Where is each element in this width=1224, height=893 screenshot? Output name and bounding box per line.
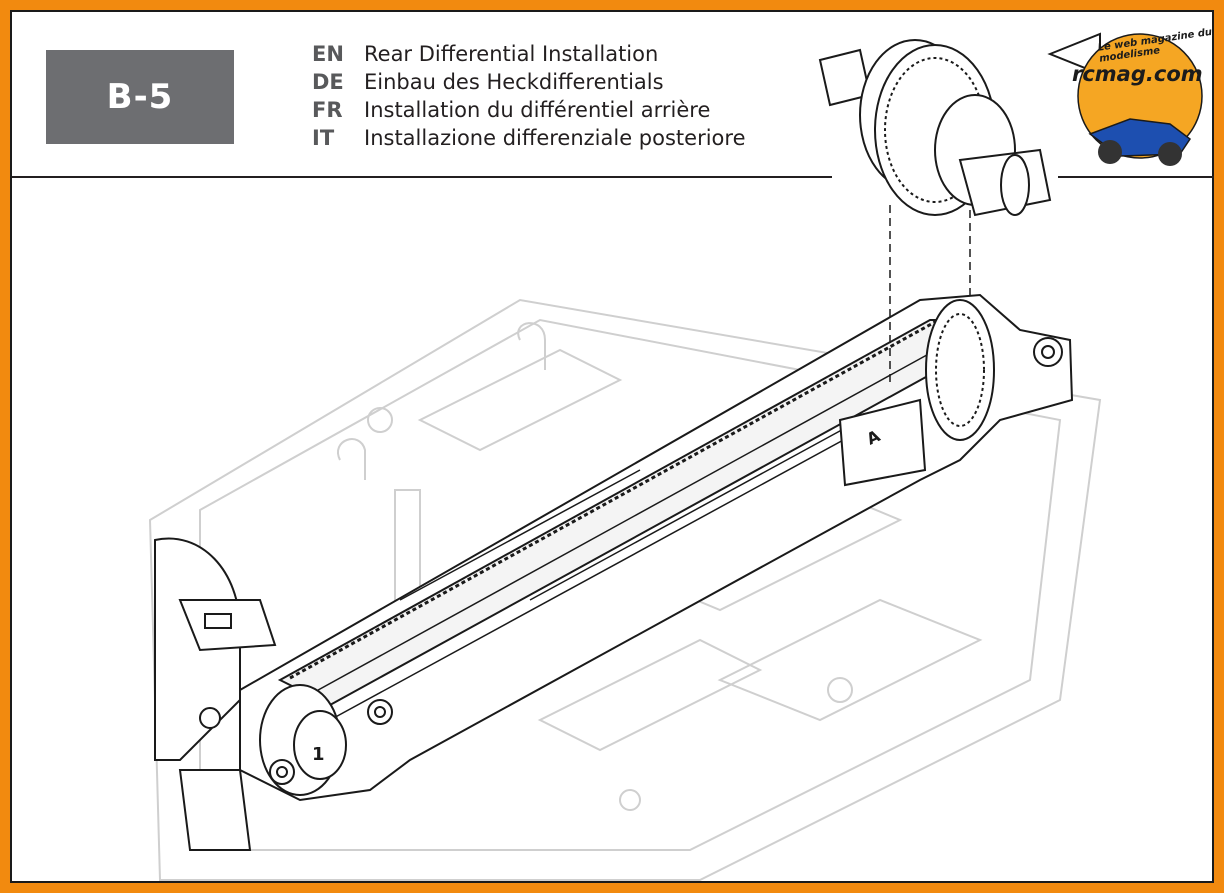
lang-code: IT (312, 126, 335, 150)
alignment-guides (889, 205, 971, 385)
title-row-en: EN Rear Differential Installation (312, 40, 746, 68)
front-pulley: 1 (154, 537, 393, 851)
lang-title: Einbau des Heckdifferentials (364, 70, 664, 94)
lang-code: EN (312, 42, 344, 66)
differential-part (818, 39, 1052, 217)
lang-title: Installation du différentiel arrière (364, 98, 711, 122)
rear-pulley: A (838, 299, 1063, 487)
lang-title: Installazione differenziale posteriore (364, 126, 746, 150)
title-row-fr: FR Installation du différentiel arrière (312, 96, 746, 124)
step-title-list: EN Rear Differential Installation DE Ein… (312, 40, 746, 152)
lang-code: DE (312, 70, 344, 94)
header-divider-right (1058, 176, 1214, 178)
header-divider (12, 176, 832, 178)
step-number-box: B-5 (46, 50, 234, 144)
wheel-icon (1098, 140, 1122, 164)
step-number: B-5 (106, 77, 174, 117)
lang-code: FR (312, 98, 343, 122)
title-row-de: DE Einbau des Heckdifferentials (312, 68, 746, 96)
lang-title: Rear Differential Installation (364, 42, 659, 66)
title-row-it: IT Installazione differenziale posterior… (312, 124, 746, 152)
wheel-icon (1158, 142, 1182, 166)
logo-brand: rcmag.com (1072, 62, 1203, 86)
rcmag-logo (1047, 32, 1203, 166)
callout-left: 1 (312, 744, 325, 765)
